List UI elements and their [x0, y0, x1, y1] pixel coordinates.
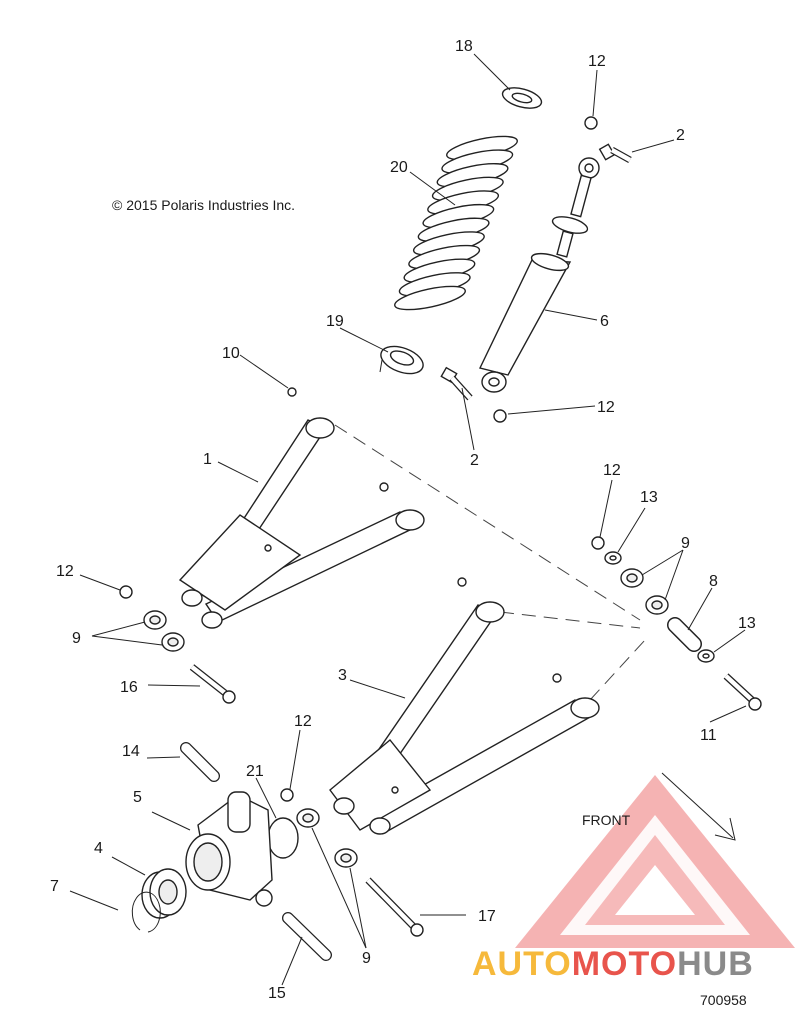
part-12-nut-e: [280, 788, 294, 802]
grease-fitting-b: [457, 577, 467, 587]
part-2-bolt-upper: [598, 143, 632, 164]
part-17-bolt: [365, 877, 424, 937]
part-5-bearing-carrier: [185, 791, 273, 907]
part-11-bolt: [723, 673, 762, 711]
callout-3: 3: [338, 667, 347, 684]
grease-fitting-c: [552, 673, 562, 683]
callout-12-d: 12: [56, 563, 74, 580]
part-2-bolt-lower: [440, 366, 473, 401]
callout-18: 18: [455, 38, 473, 55]
front-label: FRONT: [582, 812, 631, 828]
callout-9-b: 9: [72, 630, 81, 647]
callout-2-b: 2: [470, 452, 479, 469]
callout-9-a: 9: [681, 535, 690, 552]
callout-4: 4: [94, 840, 103, 857]
part-3-lower-a-arm: [329, 601, 600, 835]
spring-coil: [394, 285, 466, 311]
watermark-hub: HUB: [677, 945, 754, 983]
part-20-coil-spring: [394, 135, 518, 311]
part-1-upper-a-arm: [178, 417, 425, 629]
copyright-text: © 2015 Polaris Industries Inc.: [112, 197, 295, 213]
part-10-grease-fitting: [287, 387, 297, 397]
callout-2-a: 2: [676, 127, 685, 144]
callout-11: 11: [700, 727, 717, 744]
part-18-retainer-clip: [501, 87, 543, 109]
part-6-shock-absorber: [478, 157, 600, 393]
part-12-nut-b: [493, 409, 507, 423]
front-arrow: FRONT: [582, 772, 736, 841]
callout-8: 8: [709, 573, 718, 590]
callout-5: 5: [133, 789, 142, 806]
callout-20: 20: [390, 159, 408, 176]
callout-1: 1: [203, 451, 212, 468]
callout-16: 16: [120, 679, 138, 696]
part-7-snap-ring: [131, 891, 161, 933]
callout-19: 19: [326, 313, 344, 330]
part-12-nut-a: [584, 116, 598, 130]
callout-9-c: 9: [362, 950, 371, 967]
watermark-moto: MOTO: [572, 945, 677, 983]
callout-6: 6: [600, 313, 609, 330]
watermark-logo: AUTOMOTOHUB: [472, 775, 795, 983]
watermark-auto: AUTO: [472, 945, 572, 983]
part-12-nut-d: [119, 585, 133, 599]
callout-12-c: 12: [603, 462, 621, 479]
part-8-sleeve: [667, 617, 702, 652]
part-15-pin: [282, 912, 332, 961]
part-12-nut-c: [591, 536, 605, 550]
part-4-wheel-bearing: [141, 868, 187, 919]
callout-12-b: 12: [597, 399, 615, 416]
callout-15: 15: [268, 985, 286, 1002]
callout-13-a: 13: [640, 489, 658, 506]
part-14-pin: [180, 742, 220, 782]
callout-14: 14: [122, 743, 140, 760]
callout-7: 7: [50, 878, 59, 895]
part-19-spring-seat: [379, 345, 424, 375]
grease-fitting-a: [379, 482, 389, 492]
part-21-o-ring: [267, 817, 299, 859]
callout-13-b: 13: [738, 615, 756, 632]
svg-text:AUTOMOTOHUB: AUTOMOTOHUB: [472, 945, 754, 983]
callout-12-a: 12: [588, 53, 606, 70]
figure-id: 700958: [700, 992, 747, 1008]
callout-10: 10: [222, 345, 240, 362]
callout-17: 17: [478, 908, 496, 925]
callout-12-e: 12: [294, 713, 312, 730]
part-16-bolt: [189, 664, 236, 704]
callout-21: 21: [246, 763, 264, 780]
